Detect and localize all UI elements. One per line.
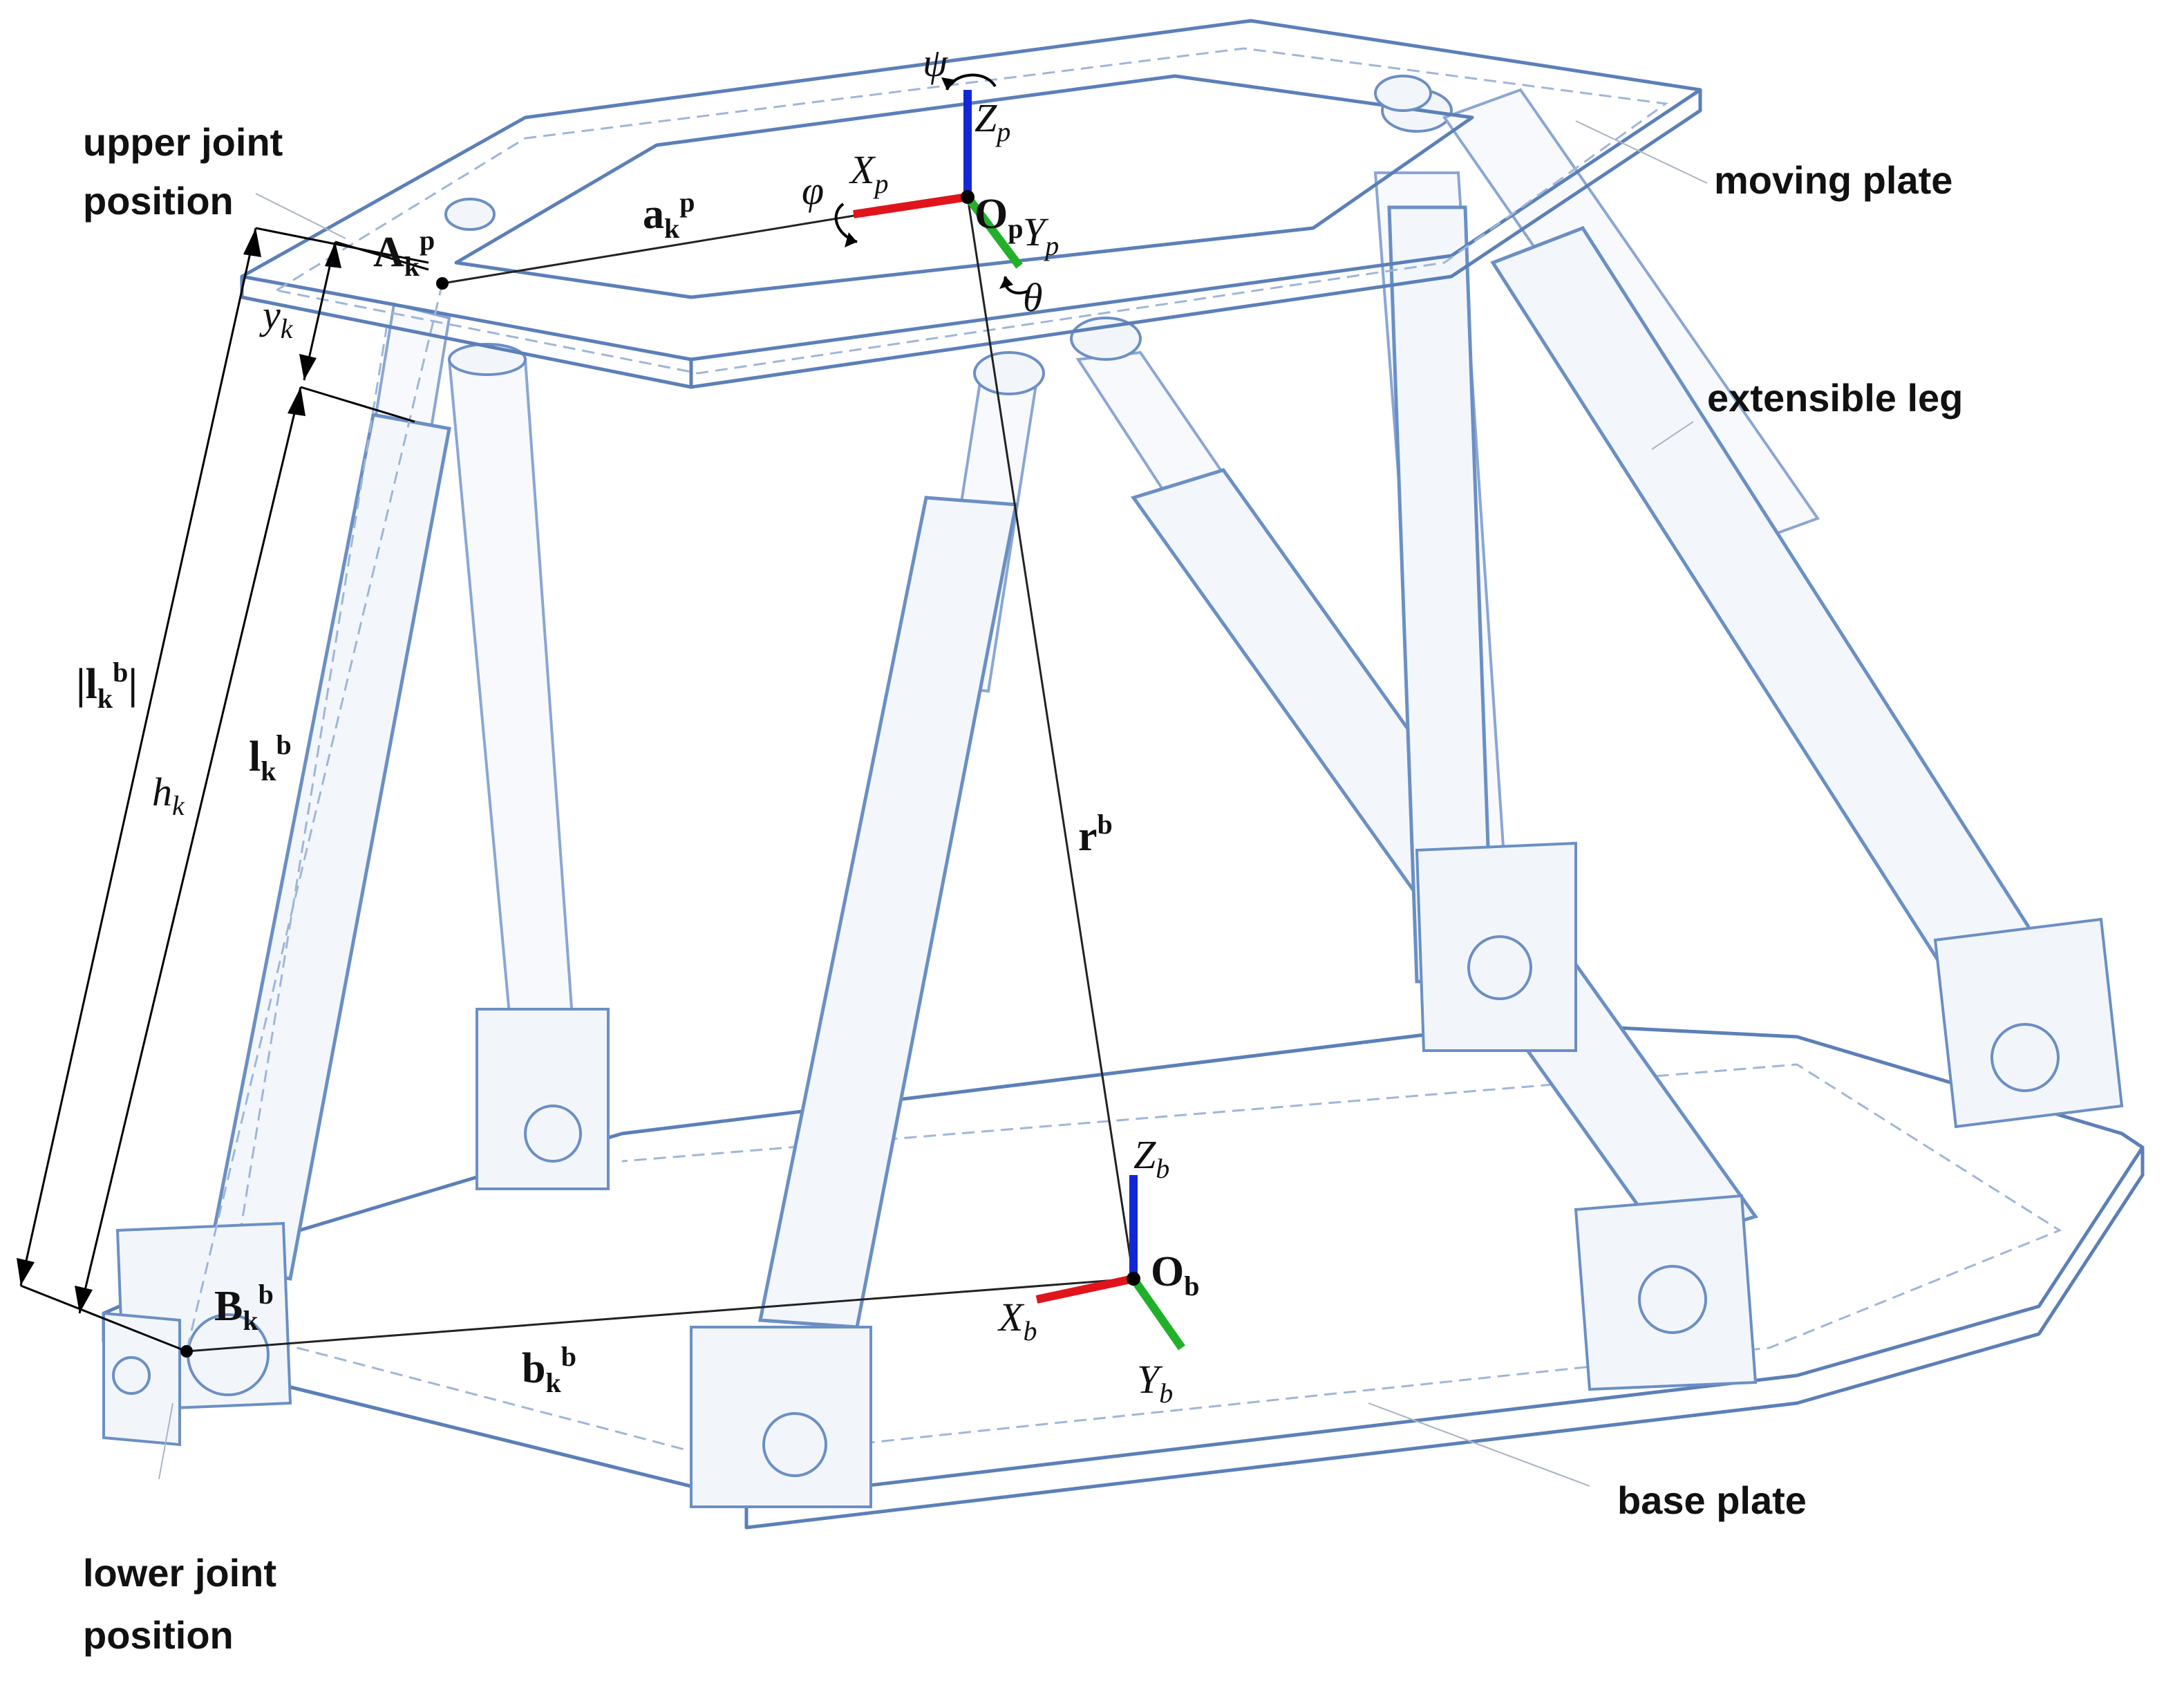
text-labels: upper joint position moving plate extens… bbox=[76, 40, 1963, 1657]
symbol-xb: Xb bbox=[997, 1295, 1037, 1346]
axis-yp bbox=[964, 194, 1023, 269]
symbol-yp: Yp bbox=[1023, 209, 1059, 261]
leg-back-right bbox=[1373, 88, 1577, 1052]
frame-p bbox=[834, 73, 1030, 294]
symbol-lk-abs: |lkb| bbox=[76, 657, 138, 714]
symbol-hk: hk bbox=[152, 769, 185, 821]
symbol-ak: akp bbox=[643, 187, 695, 244]
symbol-rb: rb bbox=[1078, 809, 1113, 860]
label-upper-joint-1: upper joint bbox=[83, 120, 283, 164]
lower-joint-point bbox=[180, 1345, 193, 1358]
leg-axis-dashed bbox=[185, 283, 444, 1352]
vector-rb bbox=[966, 196, 1135, 1279]
rotation-phi-arrow bbox=[834, 203, 858, 243]
joint-lower-front-left bbox=[102, 1221, 292, 1447]
dimension-yk bbox=[299, 241, 429, 381]
vectors bbox=[185, 196, 1135, 1353]
symbol-yb: Yb bbox=[1137, 1357, 1173, 1409]
symbol-zp: Zp bbox=[975, 95, 1010, 147]
symbol-zb: Zb bbox=[1133, 1132, 1169, 1184]
label-base-plate: base plate bbox=[1617, 1478, 1807, 1522]
leg-far-right bbox=[1442, 88, 2124, 1129]
base-plate bbox=[102, 1021, 2145, 1530]
label-lower-joint-1: lower joint bbox=[83, 1551, 276, 1595]
axis-xb bbox=[1035, 1275, 1135, 1304]
symbol-xp: Xp bbox=[849, 147, 888, 199]
symbol-ob: Ob bbox=[1151, 1248, 1199, 1302]
dimension-hk bbox=[75, 386, 415, 1314]
label-extensible-leg: extensible leg bbox=[1707, 376, 1963, 420]
upper-joint-point bbox=[436, 277, 449, 290]
symbol-bk: bkb bbox=[522, 1341, 576, 1398]
label-lower-joint-2: position bbox=[83, 1613, 234, 1657]
symbol-op: Op bbox=[975, 191, 1023, 244]
symbol-yk: yk bbox=[259, 292, 294, 344]
origin-op bbox=[961, 190, 975, 204]
origin-ob bbox=[1127, 1272, 1140, 1286]
axis-xp bbox=[853, 193, 968, 218]
symbol-psi: ψ bbox=[923, 40, 948, 85]
symbol-theta: θ bbox=[1023, 275, 1043, 320]
vector-bk bbox=[186, 1277, 1134, 1353]
leader-lines bbox=[158, 120, 1708, 1487]
symbol-phi: φ bbox=[802, 168, 824, 213]
dimension-lk-abs bbox=[17, 227, 429, 1353]
symbol-lk: lkb bbox=[249, 729, 292, 787]
leg-back-left bbox=[447, 343, 610, 1190]
leg-center-front bbox=[690, 351, 1045, 1508]
label-moving-plate: moving plate bbox=[1714, 158, 1952, 202]
symbol-Bk: Bkb bbox=[214, 1279, 274, 1336]
legs bbox=[102, 88, 2124, 1508]
leg-front-left bbox=[205, 302, 451, 1281]
symbol-Ak: Akp bbox=[373, 225, 435, 282]
label-upper-joint-2: position bbox=[83, 179, 234, 223]
axis-yb bbox=[1130, 1276, 1185, 1351]
frame-b bbox=[1035, 1175, 1185, 1351]
